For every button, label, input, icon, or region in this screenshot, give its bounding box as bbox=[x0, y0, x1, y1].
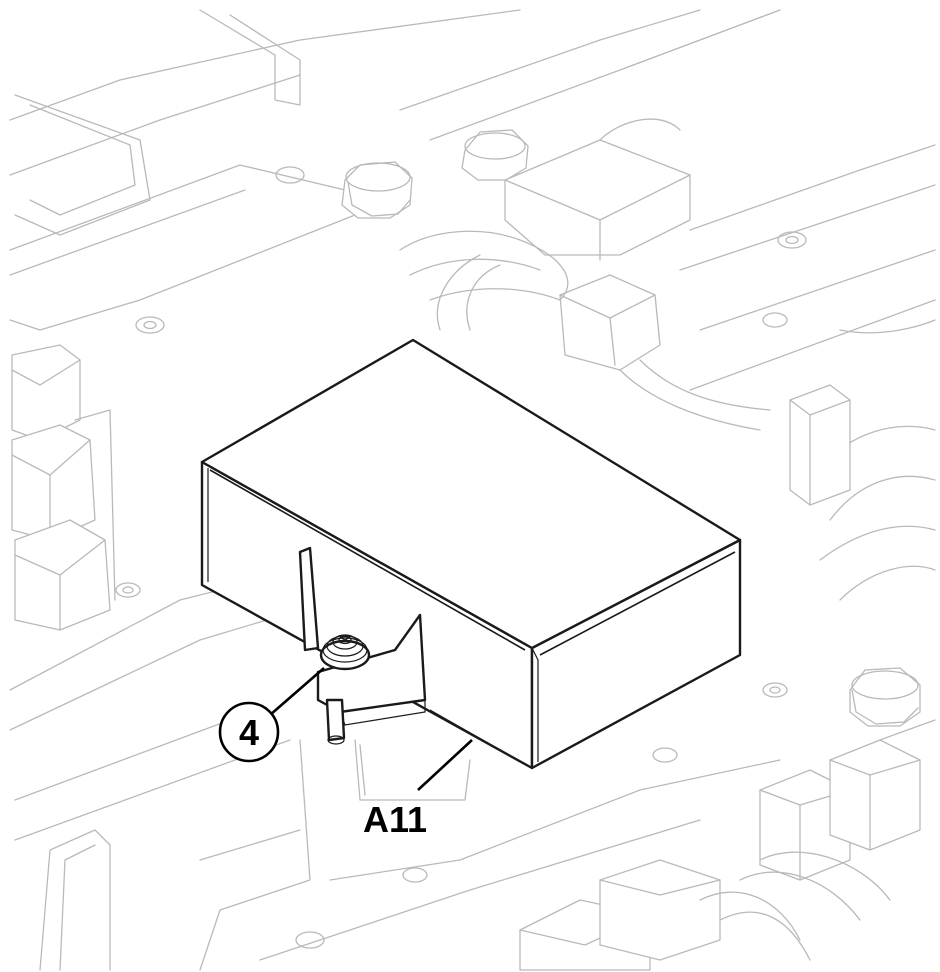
callout-label-module: A11 bbox=[363, 799, 427, 840]
module-a11 bbox=[200, 338, 742, 770]
callout-label-screw: 4 bbox=[239, 712, 259, 753]
leader-line-module bbox=[417, 739, 473, 791]
leader-line-screw bbox=[269, 667, 325, 716]
callout-screw: 4 bbox=[218, 667, 325, 763]
chassis-background bbox=[9, 9, 936, 971]
callout-circle bbox=[218, 701, 280, 763]
callout-module: A11 bbox=[363, 739, 473, 840]
screw-item-4 bbox=[319, 634, 371, 671]
